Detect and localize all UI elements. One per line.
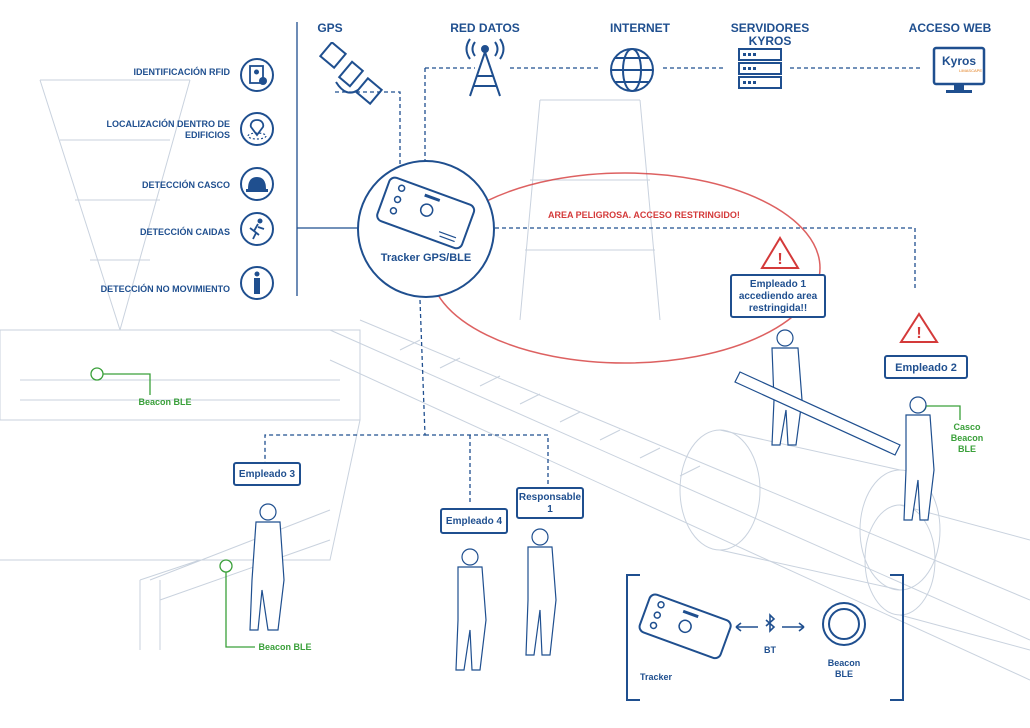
helmet-icon [240,167,274,201]
header-red-datos: RED DATOS [450,21,520,35]
danger-zone-label: AREA PELIGROSA. ACCESO RESTRINGIDO! [548,210,740,220]
tracker-label: Tracker GPS/BLE [380,252,472,264]
fall-person-icon [240,212,274,246]
beacon-device-icon [822,602,866,646]
beacon-ble-label: Beacon BLE [138,397,192,407]
worker-figures [249,329,935,671]
warning-icon: ! [899,312,939,343]
legend-bt-label: BT [764,645,776,655]
employee-1-alert: Empleado 1 accediendo area restringida!! [730,274,826,318]
feature-no-movement-label: DETECCIÓN NO MOVIMIENTO [100,284,230,294]
warning-icon: ! [760,236,800,269]
satellite-icon [318,42,384,106]
monitor-icon: Kyros LIMASCAPE [932,46,986,96]
legend-tracker-icon [638,593,732,660]
kyros-logo-sub: LIMASCAPE [959,68,982,73]
svg-text:!: ! [916,325,921,342]
indoor-location-pin-icon [240,112,274,146]
server-icon [738,48,782,89]
tracker-device-icon [376,176,476,250]
svg-text:!: ! [777,251,782,268]
bluetooth-icon [735,613,805,633]
rfid-id-card-icon [240,58,274,92]
feature-rfid-label: IDENTIFICACIÓN RFID [133,67,231,77]
header-gps: GPS [317,21,343,35]
responsable-1-label: Responsable 1 [516,487,584,519]
feature-helmet-label: DETECCIÓN CASCO [141,180,230,190]
beacon-ble-label: Beacon BLE [258,642,312,652]
legend-beacon-label: Beacon BLE [827,658,861,679]
employee-4-label: Empleado 4 [440,508,508,534]
header-internet: INTERNET [610,21,670,35]
helmet-beacon-label: Casco Beacon BLE [950,422,984,454]
tracker-node: Tracker GPS/BLE [357,160,495,298]
standing-person-icon [240,266,274,300]
employee-2-label: Empleado 2 [884,355,968,379]
feature-fall-label: DETECCIÓN CAIDAS [139,227,230,237]
legend-tracker-label: Tracker [640,672,673,682]
kyros-logo: Kyros [941,54,976,68]
feature-indoor-location-label: LOCALIZACIÓN DENTRO DE EDIFICIOS [106,119,231,140]
employee-3-label: Empleado 3 [233,462,301,486]
header-acceso-web: ACCESO WEB [908,21,992,35]
header-servidores: SERVIDORES KYROS [730,21,810,48]
antenna-tower-icon [465,38,505,97]
globe-icon [610,48,654,92]
